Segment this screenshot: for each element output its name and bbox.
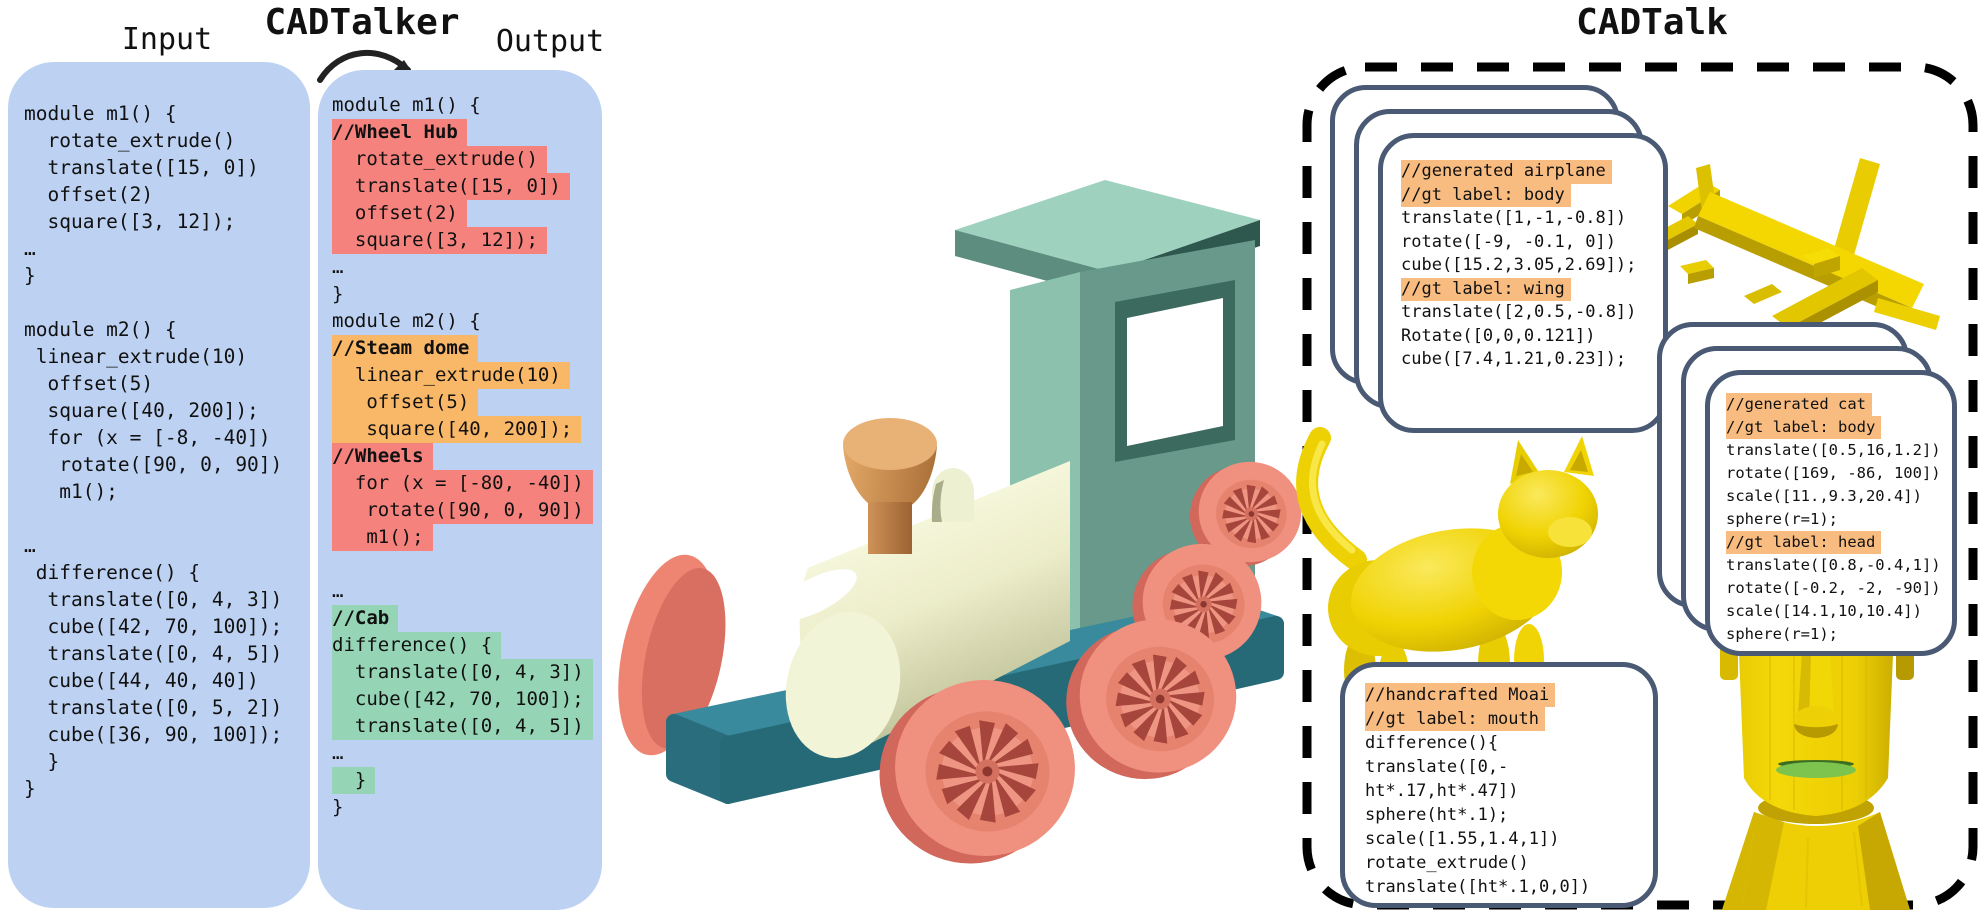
cat-code: //generated cat//gt label: body translate… <box>1710 375 1952 646</box>
code-line: //Wheel Hub <box>332 119 602 146</box>
input-code: module m1() { rotate_extrude() translate… <box>8 62 310 802</box>
input-label: Input <box>121 22 213 57</box>
code-line: //gt label: wing <box>1401 277 1663 301</box>
code-line: module m2() { <box>24 318 177 341</box>
cadtalk-title: CADTalk <box>1576 2 1728 43</box>
code-line: scale([1.55,1.4,1]) <box>1365 829 1560 849</box>
code-line: cube([36, 90, 100]); <box>24 723 283 746</box>
code-line: rotate([90, 0, 90]) <box>332 497 602 524</box>
code-line <box>24 289 310 316</box>
code-line: square([3, 12]); <box>332 227 602 254</box>
input-code-block: module m1() { rotate_extrude() translate… <box>8 62 310 908</box>
code-line: module m1() { <box>332 94 481 116</box>
code-line: translate([15, 0]) <box>24 156 259 179</box>
code-line: rotate([-9, -0.1, 0]) <box>1401 231 1616 252</box>
code-line: translate([0, 4, 5]) <box>24 642 283 665</box>
code-line: translate([0, 4, 3]) <box>332 659 602 686</box>
code-line: translate([0.5,16,1.2]) <box>1726 441 1941 459</box>
code-line: } <box>332 767 602 794</box>
code-line: sphere(r=1); <box>1726 625 1838 643</box>
code-line: difference() { <box>332 632 602 659</box>
code-line: rotate_extrude() <box>1365 853 1529 873</box>
code-line: } <box>332 796 344 818</box>
code-line: translate([1,-1,-0.8]) <box>1401 208 1627 228</box>
output-label: Output <box>495 24 605 59</box>
code-line: //gt label: body <box>1726 416 1952 439</box>
code-line: cube([42, 70, 100]); <box>24 615 283 638</box>
code-line: rotate_extrude() <box>332 146 602 173</box>
code-line: … <box>24 237 36 260</box>
code-line: … <box>332 742 344 764</box>
code-line: } <box>332 283 344 305</box>
code-line: translate([15, 0]) <box>332 173 602 200</box>
code-line: square([3, 12]); <box>24 210 236 233</box>
code-line <box>24 505 310 532</box>
code-line: } <box>24 750 60 773</box>
code-line: translate([0, 4, 3]) <box>24 588 283 611</box>
code-line: offset(5) <box>332 389 602 416</box>
code-line: module m2() { <box>332 310 481 332</box>
code-line: difference() { <box>24 561 201 584</box>
output-code-block: module m1() { //Wheel Hub rotate_extrude(… <box>318 70 602 910</box>
code-line: … <box>332 580 344 602</box>
code-line: module m1() { <box>24 102 177 125</box>
toy-train-3d-render <box>618 180 1310 880</box>
code-line: linear_extrude(10) <box>332 362 602 389</box>
code-line: for (x = [-8, -40]) <box>24 426 271 449</box>
code-line: sphere(r=1); <box>1726 510 1838 528</box>
code-line: linear_extrude(10) <box>24 345 248 368</box>
code-line: //Steam dome <box>332 335 602 362</box>
code-line: rotate([-0.2, -2, -90]) <box>1726 579 1941 597</box>
code-line: translate([0,- <box>1365 757 1509 777</box>
code-line: cube([44, 40, 40]) <box>24 669 259 692</box>
code-line: rotate([90, 0, 90]) <box>24 453 283 476</box>
code-line: //handcrafted Moai <box>1365 683 1653 707</box>
code-line: } <box>24 264 36 287</box>
code-line: m1(); <box>24 480 118 503</box>
code-line: translate([0, 5, 2]) <box>24 696 283 719</box>
code-line: square([40, 200]); <box>24 399 259 422</box>
code-line: rotate([169, -86, 100]) <box>1726 464 1941 482</box>
code-line: scale([14.1,10,10.4]) <box>1726 602 1922 620</box>
code-line: Rotate([0,0,0.121]) <box>1401 325 1596 346</box>
code-line: cube([7.4,1.21,0.23]); <box>1401 349 1627 369</box>
code-line: square([40, 200]); <box>332 416 602 443</box>
code-line: sphere(ht*.1); <box>1365 805 1509 825</box>
code-line: //gt label: head <box>1726 531 1952 554</box>
code-line: //Wheels <box>332 443 602 470</box>
code-line: translate([0.8,-0.4,1]) <box>1726 556 1941 574</box>
code-line: offset(2) <box>332 200 602 227</box>
code-line: cube([15.2,3.05,2.69]); <box>1401 255 1637 275</box>
code-line: scale([11.,9.3,20.4]) <box>1726 487 1922 505</box>
code-line: m1(); <box>332 524 602 551</box>
code-line: rotate_extrude() <box>24 129 236 152</box>
airplane-3d-render <box>1654 158 1940 340</box>
code-line: //gt label: mouth <box>1365 707 1653 731</box>
code-line: //Cab <box>332 605 602 632</box>
code-line: offset(2) <box>24 183 154 206</box>
code-line: cube([42, 70, 100]); <box>332 686 602 713</box>
code-line: ht*.17,ht*.47]) <box>1365 781 1519 801</box>
code-line: … <box>24 534 36 557</box>
code-line: translate([ht*.1,0,0]) <box>1365 877 1591 897</box>
code-line: translate([0, 4, 5]) <box>332 713 602 740</box>
code-line: //generated cat <box>1726 393 1952 416</box>
code-line: translate([2,0.5,-0.8]) <box>1401 302 1637 322</box>
code-line: for (x = [-80, -40]) <box>332 470 602 497</box>
code-line: //gt label: body <box>1401 183 1663 207</box>
cat-code-card: //generated cat//gt label: body translate… <box>1705 370 1957 656</box>
output-code: module m1() { //Wheel Hub rotate_extrude(… <box>318 70 602 821</box>
code-line: offset(5) <box>24 372 154 395</box>
code-line: } <box>24 777 36 800</box>
cadtalker-title: CADTalker <box>264 2 460 43</box>
code-line <box>332 551 602 578</box>
code-line: //generated airplane <box>1401 160 1663 184</box>
code-line: … <box>332 256 344 278</box>
code-line: difference(){ <box>1365 733 1499 753</box>
